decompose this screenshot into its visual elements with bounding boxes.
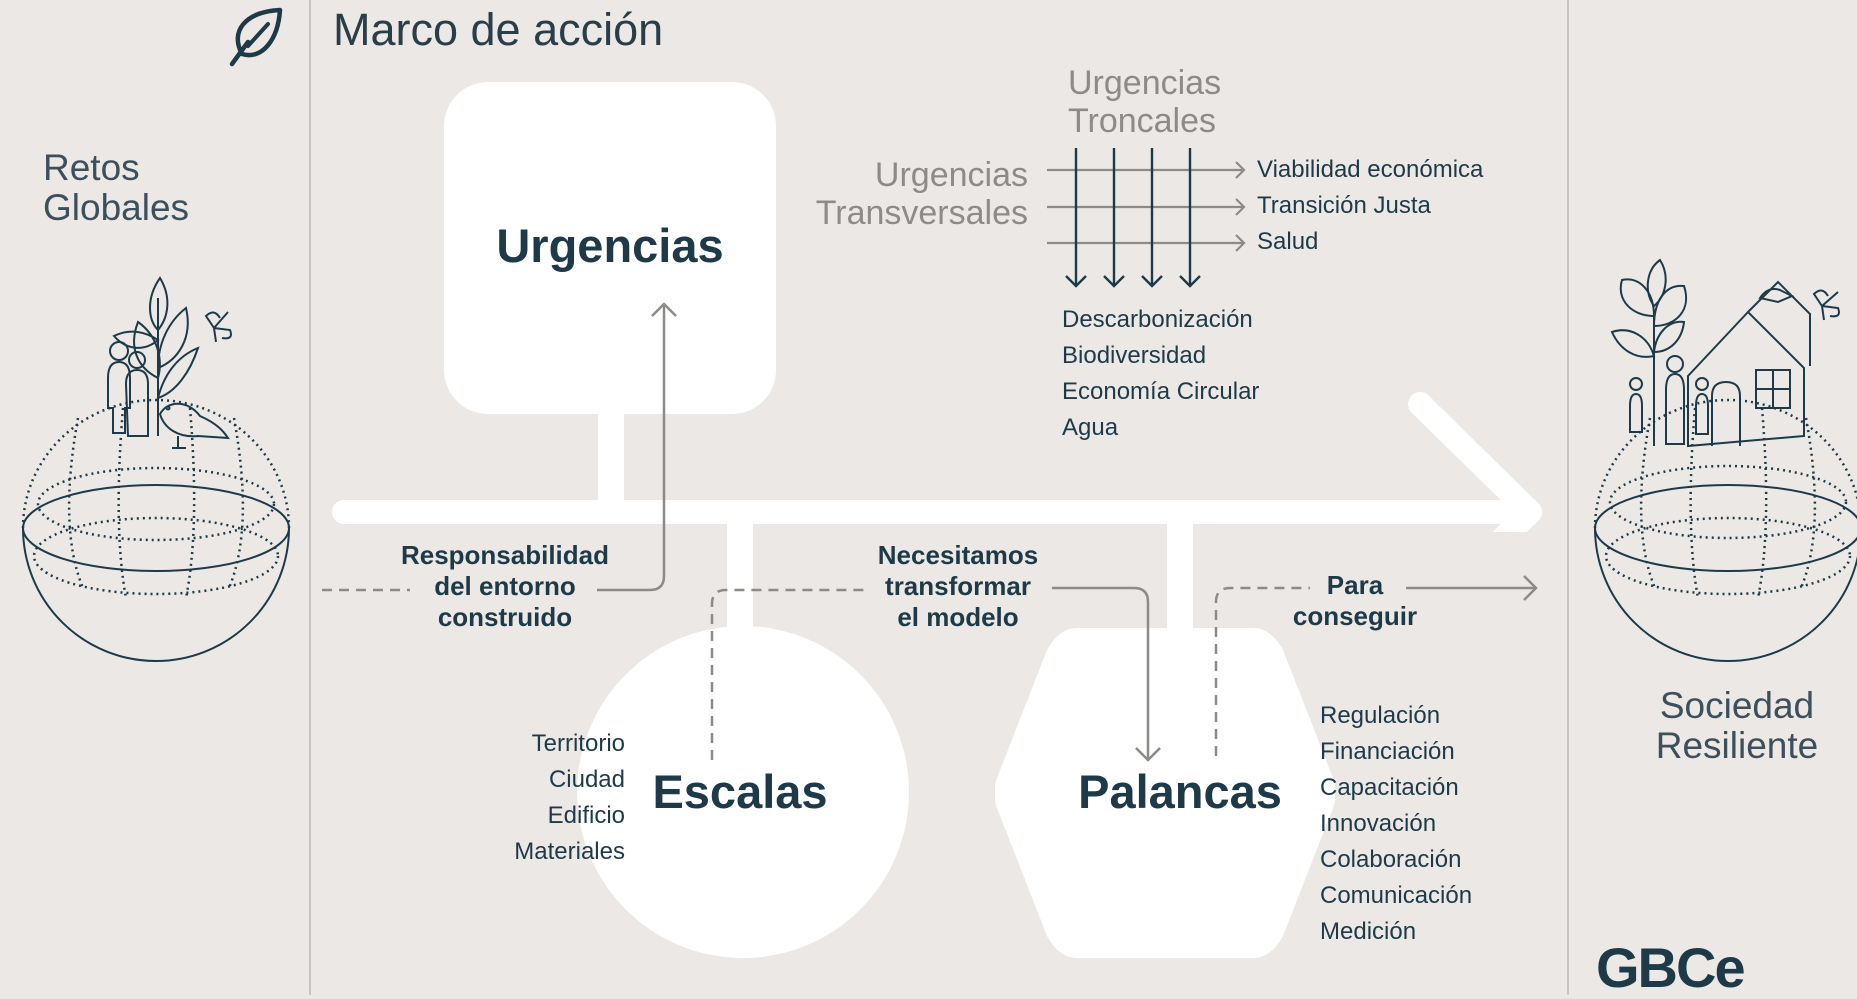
list-item: Medición	[1320, 918, 1417, 945]
necesitamos-label: Necesitamos transformar el modelo	[850, 540, 1066, 633]
list-item: Capacitación	[1320, 774, 1459, 801]
urgencias-heading: Urgencias	[496, 219, 724, 272]
escalas-heading: Escalas	[652, 765, 828, 818]
transversales-line2: Transversales	[815, 194, 1028, 232]
escalas-circle	[577, 626, 909, 958]
list-item: Ciudad	[548, 766, 625, 793]
retos-globales-label: Retos Globales	[43, 148, 189, 228]
left-divider	[309, 0, 311, 995]
list-item: Comunicación	[1320, 882, 1473, 909]
page-title: Marco de acción	[333, 4, 664, 55]
list-item: Biodiversidad	[1062, 342, 1207, 369]
list-item: Descarbonización	[1062, 306, 1253, 333]
urgencias-stem	[598, 400, 624, 522]
para-conseguir-label: Para conseguir	[1280, 570, 1430, 632]
list-item: Financiación	[1320, 738, 1455, 765]
urgencias-transversales-label: Urgencias Transversales	[780, 156, 1028, 232]
list-item: Materiales	[514, 838, 625, 865]
responsabilidad-label: Responsabilidad del entorno construido	[378, 540, 632, 633]
list-item: Economía Circular	[1062, 378, 1260, 405]
responsabilidad-line: del entorno	[434, 571, 576, 601]
escalas-items-list: Territorio Ciudad Edificio Materiales	[470, 726, 625, 870]
necesitamos-line: Necesitamos	[877, 540, 1039, 570]
necesitamos-line: el modelo	[897, 602, 1019, 632]
transversales-line1: Urgencias	[874, 156, 1028, 194]
sociedad-line2: Resiliente	[1655, 725, 1819, 766]
palancas-stem	[1167, 510, 1193, 640]
sociedad-resiliente-label: Sociedad Resiliente	[1617, 686, 1857, 766]
urgencias-box	[444, 82, 776, 414]
retos-line1: Retos	[43, 147, 140, 188]
list-item: Regulación	[1320, 702, 1441, 729]
responsabilidad-line: construido	[437, 602, 573, 632]
list-item: Edificio	[547, 802, 625, 829]
list-item: Innovación	[1320, 810, 1437, 837]
main-flow-arrow	[332, 392, 1542, 532]
transversal-items-list: Viabilidad económica Transición Justa Sa…	[1257, 152, 1483, 260]
troncales-line2: Troncales	[1068, 102, 1217, 140]
list-item: Territorio	[531, 730, 625, 757]
necesitamos-line: transformar	[885, 571, 1031, 601]
globe-house-icon	[1593, 258, 1857, 662]
list-item: Agua	[1062, 414, 1119, 441]
palancas-heading: Palancas	[1078, 765, 1282, 818]
troncal-items-list: Descarbonización Biodiversidad Economía …	[1062, 302, 1259, 446]
right-divider	[1567, 0, 1569, 995]
urgencias-grid	[1047, 148, 1246, 288]
list-item: Colaboración	[1320, 846, 1462, 873]
leaf-logo-icon	[229, 7, 283, 67]
sociedad-line1: Sociedad	[1659, 685, 1815, 726]
gbce-logo: GBCe	[1596, 936, 1746, 999]
troncales-line1: Urgencias	[1068, 64, 1222, 102]
urgencias-troncales-label: Urgencias Troncales	[1068, 64, 1221, 140]
list-item: Salud	[1257, 228, 1319, 255]
globe-people-icon	[21, 276, 291, 662]
retos-line2: Globales	[43, 187, 190, 228]
para-line: conseguir	[1292, 601, 1418, 631]
palancas-items-list: Regulación Financiación Capacitación Inn…	[1320, 698, 1472, 950]
list-item: Transición Justa	[1257, 192, 1431, 219]
palancas-hexagon	[995, 628, 1335, 958]
responsabilidad-line: Responsabilidad	[400, 540, 610, 570]
list-item: Viabilidad económica	[1257, 156, 1484, 183]
para-line: Para	[1326, 570, 1384, 600]
